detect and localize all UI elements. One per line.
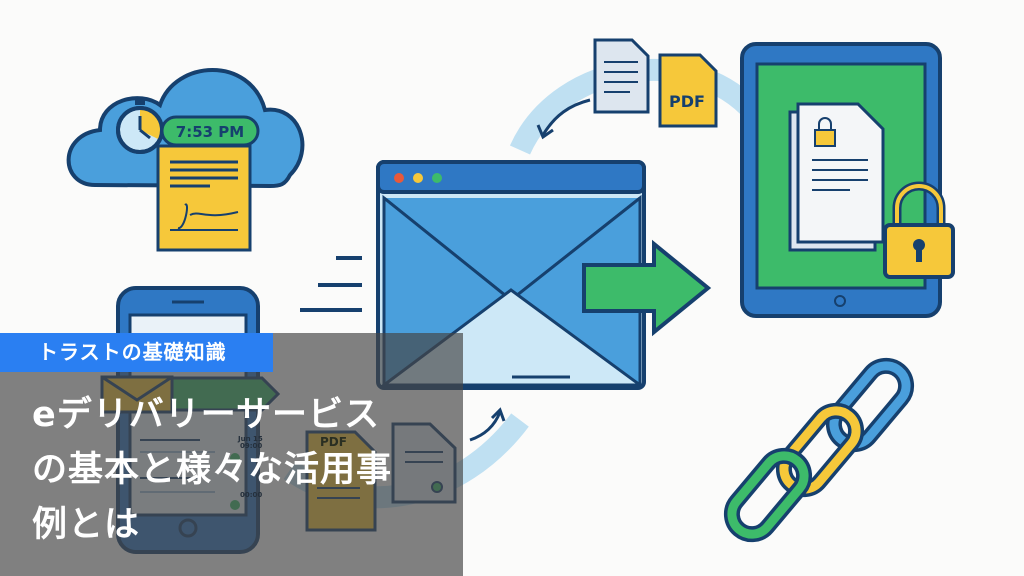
pdf-bottom-label: PDF — [320, 435, 347, 449]
title-overlay-panel — [0, 333, 463, 576]
browser-envelope-icon — [376, 160, 646, 390]
phone-date-label: Jun 15 — [238, 435, 263, 443]
title-line: eデリバリーサービス — [32, 395, 381, 435]
send-arrow-icon — [582, 239, 712, 337]
chain-link-icon — [723, 357, 915, 543]
arrow-curve-icon — [541, 98, 591, 136]
phone-time-2-label: 00:00 — [240, 491, 263, 499]
time-badge: 7:53 PM — [160, 115, 260, 147]
phone-time-label: 09:00 — [240, 442, 263, 450]
svg-text:7:53 PM: 7:53 PM — [176, 123, 244, 141]
padlock-icon — [883, 181, 955, 279]
category-tag[interactable]: トラストの基礎知識 — [0, 333, 273, 372]
title-line: の基本と様々な活用事 — [32, 450, 393, 490]
speed-lines-icon — [300, 256, 362, 312]
pdf-document-icon: PDF — [658, 53, 718, 128]
title-line: 例とは — [32, 505, 141, 545]
svg-text:PDF: PDF — [669, 92, 705, 111]
arrow-curve-up-icon — [469, 411, 502, 442]
signed-document-icon — [156, 144, 252, 252]
document-icon — [593, 38, 650, 114]
